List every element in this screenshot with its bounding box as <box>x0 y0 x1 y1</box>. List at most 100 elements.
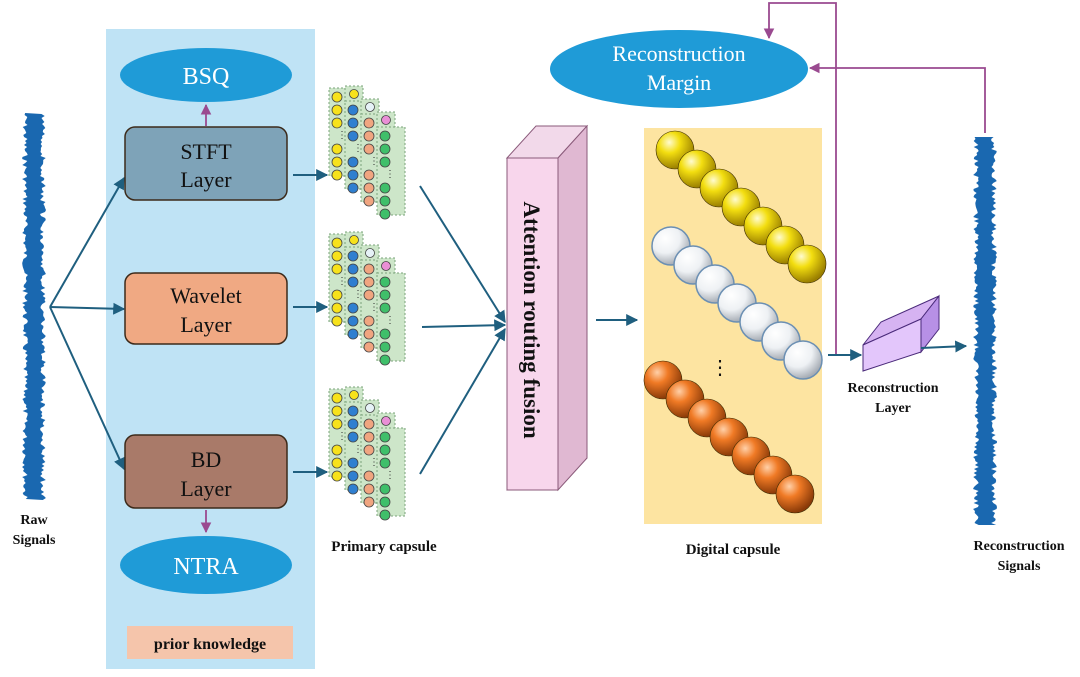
capsule-neuron <box>363 444 375 456</box>
capsule-neuron <box>347 104 359 116</box>
capsule-neuron <box>331 392 343 404</box>
capsule-neuron <box>347 315 359 327</box>
prior-knowledge-label-box <box>127 626 293 659</box>
raw-signals-label-line1: Raw <box>20 513 48 528</box>
capsule-tab-neuron <box>365 403 375 413</box>
reconstruction-block-front <box>862 318 922 372</box>
capsule-neuron <box>363 418 375 430</box>
prior-knowledge-label: prior knowledge <box>154 636 266 653</box>
ntra-label: NTRA <box>173 554 239 580</box>
capsule-tab-neuron <box>365 248 375 258</box>
branch-arrow-stft <box>49 176 125 308</box>
capsule-neuron <box>347 276 359 288</box>
capsule-neuron <box>331 405 343 417</box>
wavelet-layer-line2: Layer <box>180 312 232 337</box>
stft-layer-box <box>124 126 288 201</box>
capsule-neuron <box>347 263 359 275</box>
capsule-neuron <box>379 496 391 508</box>
capsule-neuron <box>331 457 343 469</box>
capsule-neuron <box>363 289 375 301</box>
capsule-neuron <box>331 250 343 262</box>
capsule-neuron <box>331 470 343 482</box>
reconstruction-margin-line2: Margin <box>647 70 711 95</box>
capsule-neuron <box>347 182 359 194</box>
capsule-tab-neuron <box>381 115 391 125</box>
capsule-neuron <box>331 143 343 155</box>
primary-capsule-label: Primary capsule <box>331 539 437 555</box>
digital-capsule-orange-ball <box>775 474 815 514</box>
bd-layer-line1: BD <box>191 447 222 472</box>
capsule-ellipsis: ⋮ <box>337 276 347 287</box>
capsule-neuron <box>363 470 375 482</box>
capsule-neuron <box>363 263 375 275</box>
capsule-neuron <box>379 457 391 469</box>
reconstruction-margin-ellipse <box>550 30 808 108</box>
capsule-ellipsis: ⋮ <box>385 315 395 326</box>
capsule-neuron <box>363 195 375 207</box>
bsq-ellipse <box>120 48 292 102</box>
capsule-ellipsis: ⋮ <box>337 431 347 442</box>
reconstruction-signals-line2: Signals <box>998 559 1041 574</box>
primary-capsule-stack-3: ⋮⋮⋮⋮ <box>328 386 406 521</box>
capsule-neuron <box>347 483 359 495</box>
capsule-neuron <box>347 156 359 168</box>
capsule-neuron <box>363 496 375 508</box>
capsule-neuron <box>331 237 343 249</box>
wavelet-layer-box <box>124 272 288 345</box>
capsule-ellipsis: ⋮ <box>385 169 395 180</box>
capsule-neuron <box>379 328 391 340</box>
capsule-tab-neuron <box>381 261 391 271</box>
capsule-neuron <box>379 130 391 142</box>
capsule-neuron <box>363 117 375 129</box>
capsule-neuron <box>379 143 391 155</box>
capsule-neuron <box>363 143 375 155</box>
branch-arrow-bd <box>49 306 125 471</box>
signals-to-margin-feedback <box>808 62 986 133</box>
capsule-card <box>376 427 406 517</box>
capsule-tab-neuron <box>381 416 391 426</box>
capsule-neuron <box>379 208 391 220</box>
capsule-neuron <box>379 483 391 495</box>
capsule-neuron <box>347 169 359 181</box>
raw-signal-bar <box>22 113 46 500</box>
raw-signal-waveform <box>22 113 46 500</box>
digital-capsule-ellipsis: ⋮ <box>710 357 730 379</box>
capsule-neuron <box>363 276 375 288</box>
capsule-neuron <box>331 117 343 129</box>
capsule-neuron <box>331 91 343 103</box>
capsule-neuron <box>347 328 359 340</box>
capsule-neuron <box>379 431 391 443</box>
capsule-neuron <box>379 156 391 168</box>
capsule-neuron <box>347 405 359 417</box>
capsule-neuron <box>331 156 343 168</box>
capsule-neuron <box>347 470 359 482</box>
wavelet-layer-line1: Wavelet <box>170 283 242 308</box>
capsule-neuron <box>379 444 391 456</box>
capsule-tab-neuron <box>365 102 375 112</box>
primary-capsule-stack-1: ⋮⋮⋮⋮ <box>328 85 406 220</box>
capsule-neuron <box>363 169 375 181</box>
bd-layer-box <box>124 434 288 509</box>
capsule-ellipsis: ⋮ <box>369 156 379 167</box>
capsule-neuron <box>347 457 359 469</box>
digital-capsule-orange-row <box>643 360 815 514</box>
capsule-neuron <box>331 263 343 275</box>
capsule-ellipsis: ⋮ <box>385 470 395 481</box>
bd-layer-line2: Layer <box>180 476 232 501</box>
capsule-tab-neuron <box>349 89 359 99</box>
capsule-neuron <box>363 341 375 353</box>
capsule-neuron <box>347 418 359 430</box>
stft-layer-line1: STFT <box>180 139 232 164</box>
capsule-neuron <box>363 328 375 340</box>
digital-capsule-yellow-ball <box>787 244 827 284</box>
capsule-neuron <box>379 289 391 301</box>
capsule-neuron <box>331 315 343 327</box>
reconstruction-to-signal-arrow <box>920 340 968 353</box>
attention-block-front <box>506 157 559 491</box>
capsule-neuron <box>363 182 375 194</box>
stft-layer-line2: Layer <box>180 167 232 192</box>
capsule-ellipsis: ⋮ <box>353 444 363 455</box>
reconstruction-layer-line1: Reconstruction <box>848 381 939 396</box>
branch-arrow-wavelet <box>49 302 126 315</box>
